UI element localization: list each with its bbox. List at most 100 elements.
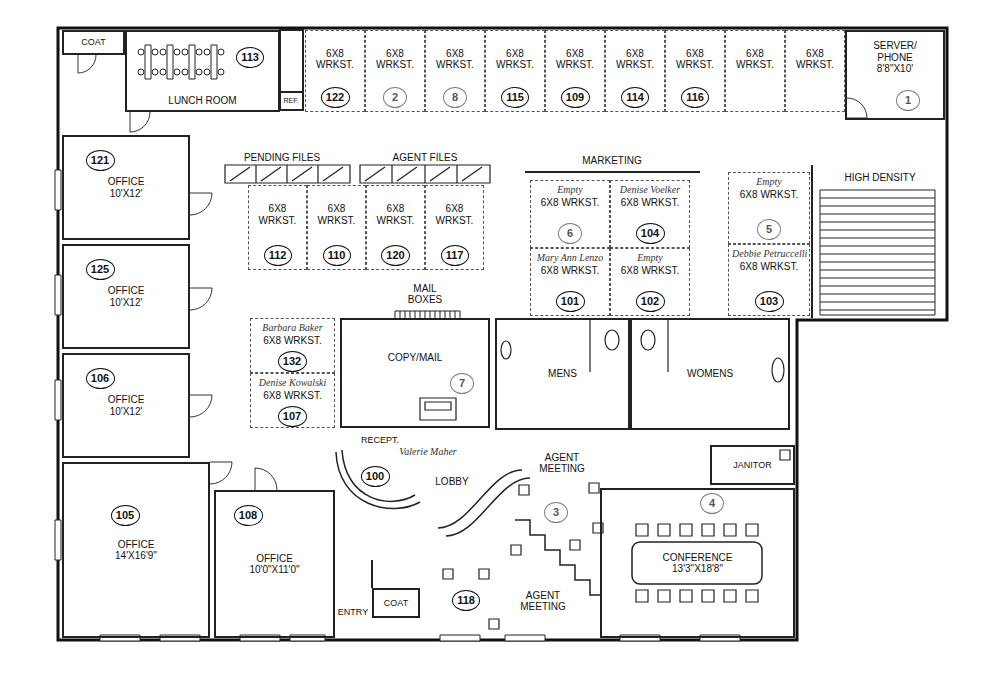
room-size: 14'X16'9": [115, 550, 157, 562]
room-number: 120: [386, 249, 404, 262]
room-name: COAT: [81, 37, 105, 47]
workstation-box: Denise Kowalski6X8 WRKST.107: [250, 373, 335, 428]
room-number-circle: 4: [700, 493, 724, 514]
room-box: CONFERENCE13'3"X18'8"4: [600, 488, 795, 638]
workstation-label: 6X8 WRKST.: [252, 203, 303, 226]
room-box: WOMENS: [630, 318, 790, 430]
area-label: AGENT FILES: [393, 152, 458, 164]
room-box: COAT: [62, 30, 125, 55]
room-name: OFFICE: [108, 285, 145, 297]
workstation-box: 6X8 WRKST.114: [605, 30, 665, 112]
workstation-box: 6X8 WRKST.110: [307, 185, 366, 270]
room-box: SERVER/ PHONE8'8"X10' 1: [845, 30, 945, 120]
workstation-box: 6X8 WRKST.115: [485, 30, 545, 112]
room-name: JANITOR: [733, 460, 771, 470]
room-box: OFFICE10'X12'121: [62, 135, 190, 240]
room-number-circle: 115: [501, 87, 529, 108]
lounge-chair: [443, 483, 603, 629]
room-number: 1: [905, 94, 911, 107]
workstation-label: 6X8 WRKST.: [263, 335, 321, 347]
room-number-circle: 5: [757, 219, 781, 240]
room-number-circle: 2: [383, 87, 407, 108]
workstation-box: Mary Ann Lenzo6X8 WRKST.101: [530, 248, 610, 316]
room-number-circle: 106: [86, 368, 115, 389]
room-number: 125: [91, 263, 109, 276]
room-box: MENS: [495, 318, 630, 430]
workstation-box: Empty6X8 WRKST.102: [610, 248, 690, 316]
workstation-label: 6X8 WRKST.: [263, 390, 321, 402]
workstation-box: 6X8 WRKST. 122: [305, 30, 365, 112]
room-number-circle: 109: [561, 87, 590, 108]
conference-table: [632, 542, 762, 584]
workstation-label: 6X8 WRKST.: [621, 197, 679, 209]
room-number: 101: [561, 295, 579, 308]
room-number: 3: [553, 506, 559, 519]
room-number-circle: 105: [111, 505, 140, 526]
conference-chair: [636, 524, 758, 602]
room-box: LUNCH ROOM113: [125, 30, 280, 112]
stepped-wall: [515, 520, 600, 595]
room-number-circle: 114: [621, 87, 649, 108]
room-number: 112: [269, 249, 287, 262]
workstation-box: 6X8 WRKST.: [725, 30, 785, 112]
room-size: 8'8"X10': [877, 63, 913, 75]
room-number: 106: [91, 372, 109, 385]
room-number: 103: [760, 295, 778, 308]
room-number: 110: [328, 249, 346, 262]
room-name: COPY/MAIL: [388, 352, 442, 364]
room-number: 121: [91, 154, 109, 167]
area-label: RECEPT.: [361, 435, 399, 445]
room-number: 105: [116, 509, 134, 522]
lunch-chair: [138, 49, 224, 75]
room-box: OFFICE10'X12'106: [62, 353, 190, 458]
inner-wall: [280, 30, 812, 588]
room-number: 118: [457, 594, 475, 607]
room-number: 100: [366, 470, 384, 483]
room-number-circle: 110: [323, 245, 351, 266]
room-name: MENS: [548, 368, 577, 380]
area-label: Valerie Maher: [399, 446, 457, 458]
workstation-box: Empty6X8 WRKST.6: [530, 180, 610, 248]
area-label: AGENT MEETING: [517, 590, 569, 613]
room-name: OFFICE: [108, 394, 145, 406]
room-number-circle: 132: [278, 351, 307, 372]
area-label: REF.: [283, 97, 298, 105]
room-number: 108: [239, 509, 257, 522]
room-number: 8: [452, 91, 458, 104]
room-number: 109: [566, 91, 584, 104]
workstation-box: Empty6X8 WRKST.5: [728, 172, 810, 244]
room-number-circle: 101: [556, 291, 585, 312]
workstation-label: 6X8 WRKST.: [669, 48, 721, 71]
door-swing: [78, 55, 867, 490]
workstation-box: 6X8 WRKST.8: [425, 30, 485, 112]
room-number-circle: 6: [558, 223, 582, 244]
occupant-name: Debbie Petruccelli: [732, 248, 806, 260]
room-number-circle: 107: [278, 406, 307, 427]
room-number: 132: [283, 355, 301, 368]
room-number-circle: 121: [86, 150, 115, 171]
room-number: 2: [392, 91, 398, 104]
room-number: 115: [506, 91, 524, 104]
workstation-box: 6X8 WRKST.2: [365, 30, 425, 112]
room-box: COAT: [372, 588, 420, 618]
room-number-circle: 103: [755, 291, 784, 312]
room-number: 5: [766, 223, 772, 236]
room-box: OFFICE10'X12'125: [62, 244, 190, 349]
room-name: SERVER/ PHONE: [865, 40, 925, 63]
workstation-label: 6X8 WRKST.: [309, 48, 361, 71]
room-name: COAT: [384, 598, 408, 608]
workstation-box: Denise Voelker6X8 WRKST.104: [610, 180, 690, 248]
room-number: 7: [459, 377, 465, 390]
room-number: 122: [326, 91, 344, 104]
occupant-name: Empty: [557, 184, 583, 196]
room-number: 102: [641, 295, 659, 308]
workstation-box: Barbara Baker6X8 WRKST.132: [250, 318, 335, 373]
room-name: CONFERENCE: [662, 552, 732, 564]
room-box: OFFICE14'X16'9"105: [62, 462, 210, 638]
area-label: MARKETING: [582, 155, 641, 167]
high-density-shelving: [820, 190, 935, 315]
workstation-box: 6X8 WRKST.: [785, 30, 845, 112]
room-box: JANITOR: [710, 445, 795, 485]
